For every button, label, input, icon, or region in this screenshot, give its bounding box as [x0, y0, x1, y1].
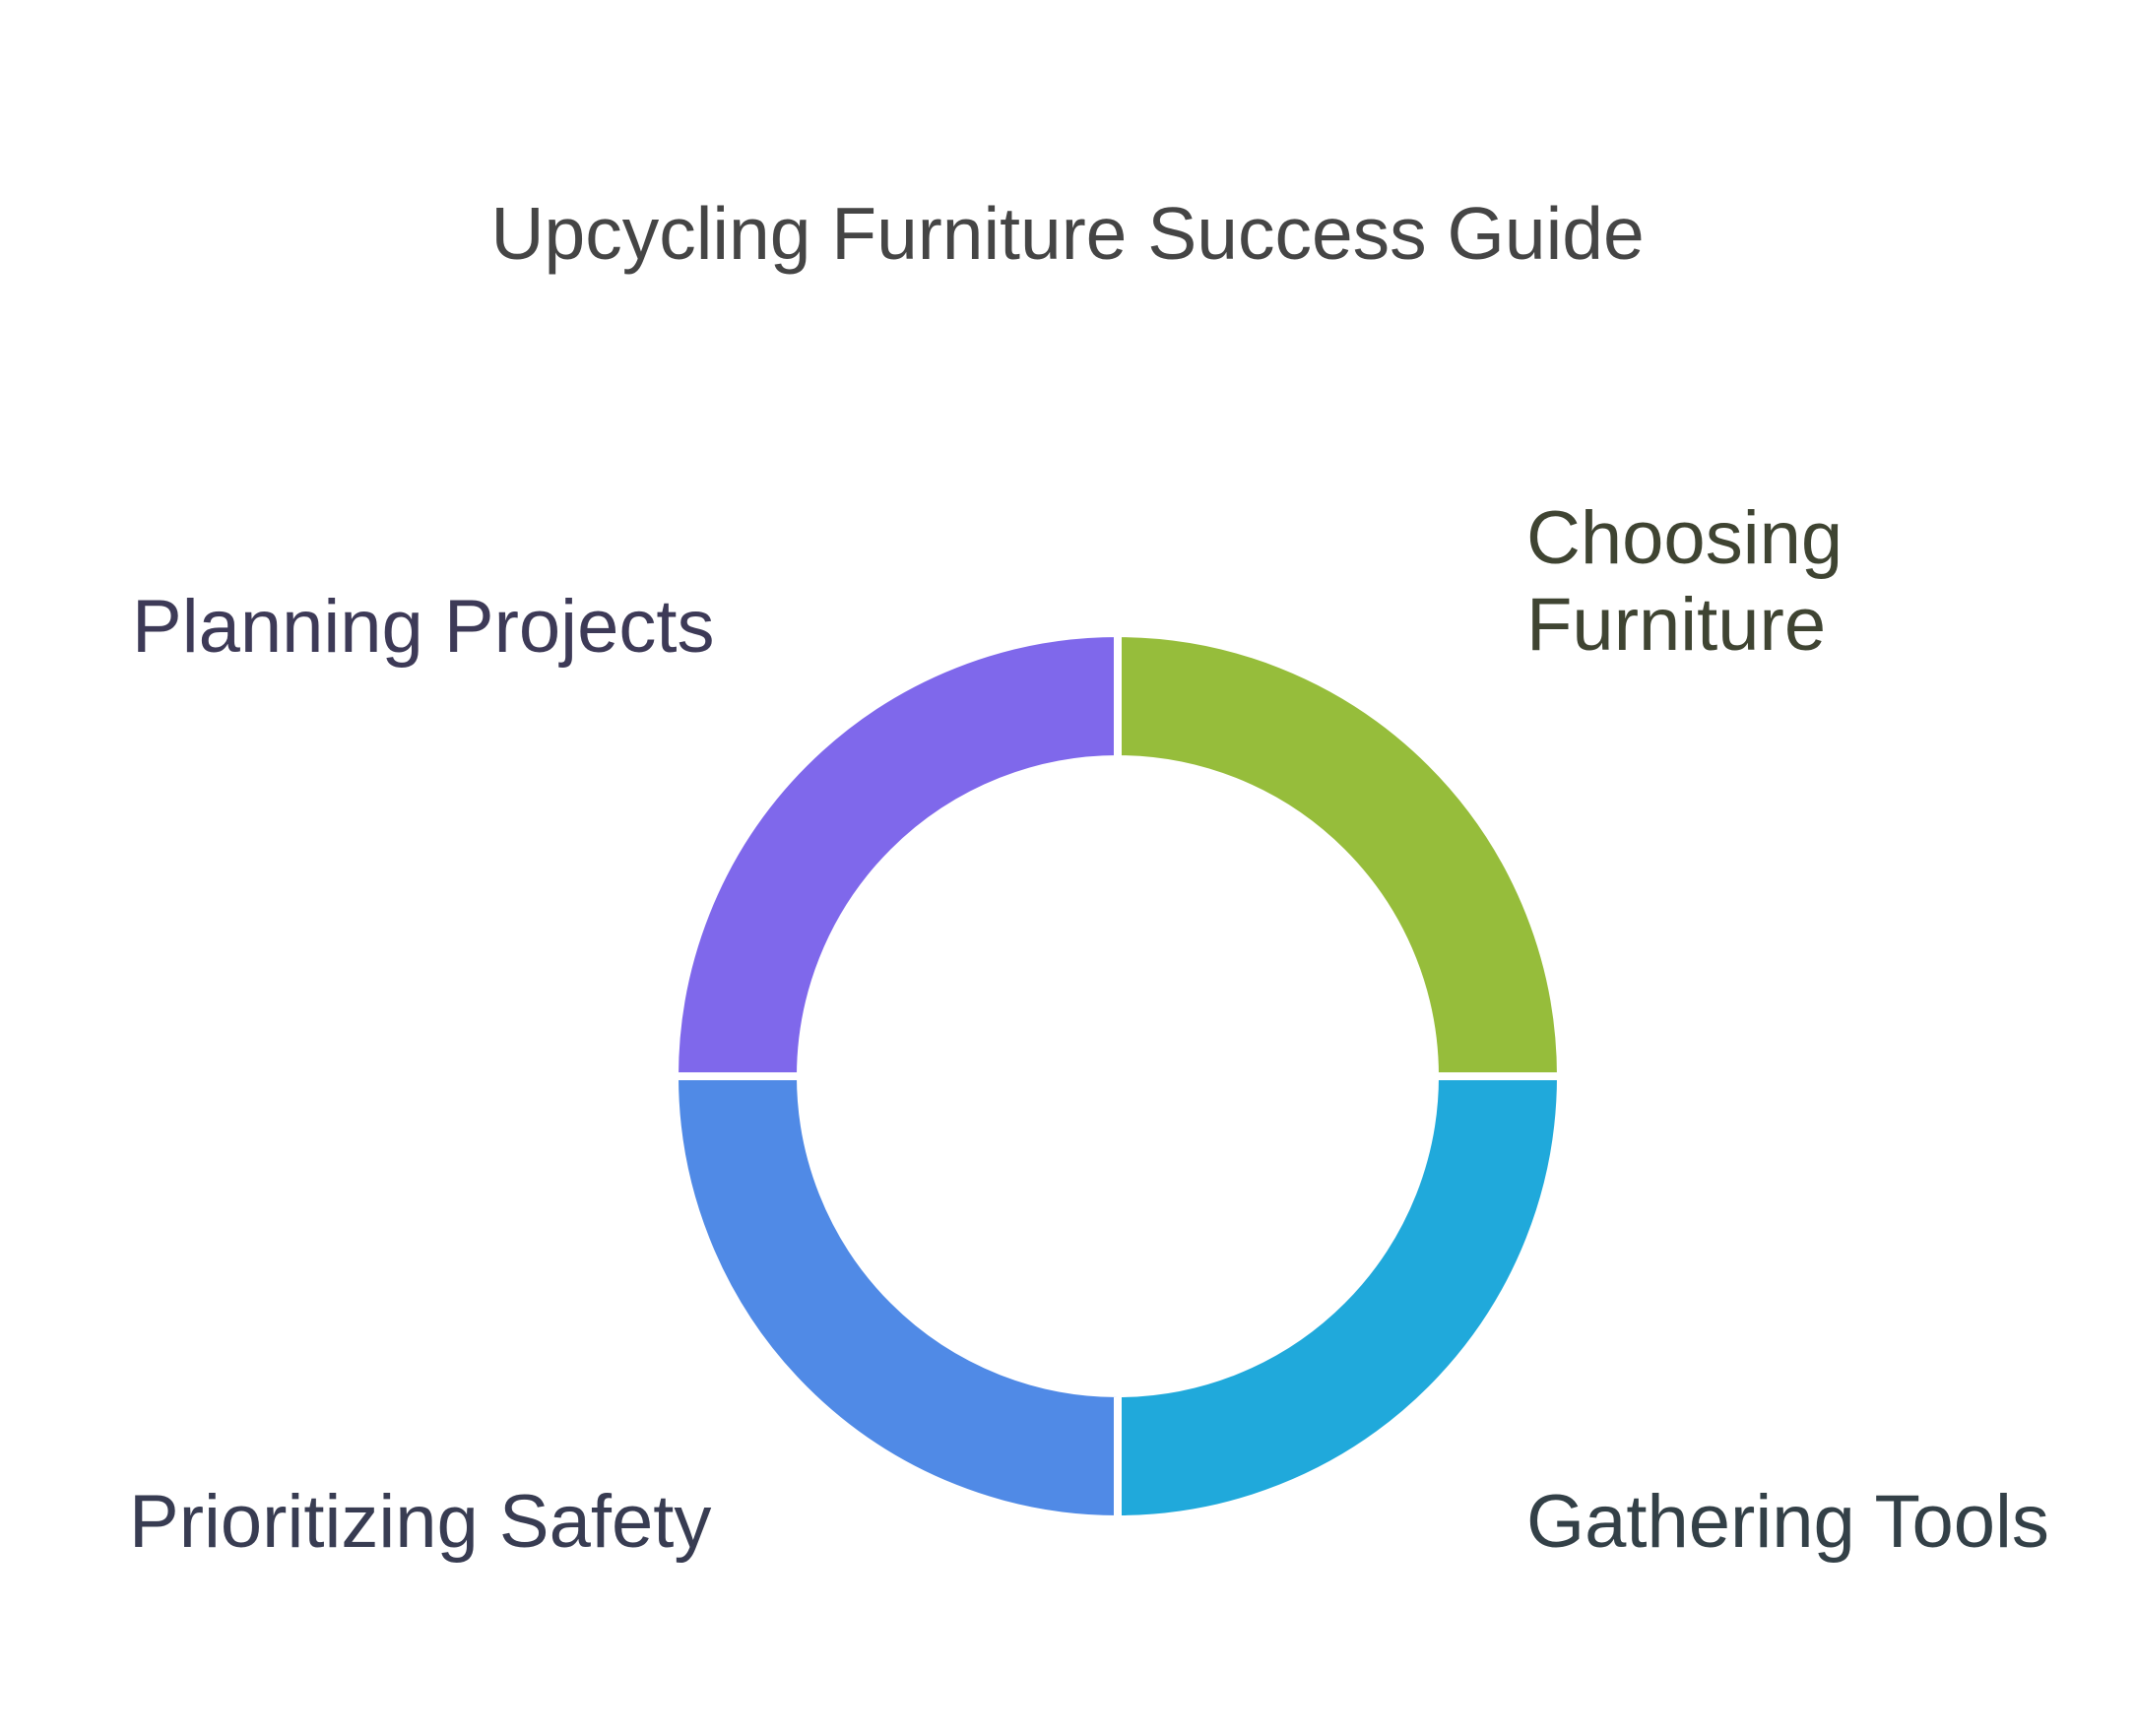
label-choosing-furniture: Choosing Furniture: [1526, 495, 1843, 669]
segment-planning-projects: [670, 628, 1122, 1080]
label-planning-projects: Planning Projects: [132, 585, 715, 669]
label-prioritizing-safety: Prioritizing Safety: [129, 1480, 712, 1564]
segment-choosing-furniture: [1114, 628, 1566, 1080]
segment-gathering-tools: [1114, 1072, 1566, 1524]
segment-prioritizing-safety: [670, 1072, 1122, 1524]
label-choosing-furniture-line-2: Furniture: [1526, 583, 1827, 667]
diagram-title: Upcycling Furniture Success Guide: [490, 192, 1645, 275]
label-choosing-furniture-line-1: Choosing: [1526, 496, 1844, 580]
label-gathering-tools: Gathering Tools: [1526, 1480, 2049, 1564]
